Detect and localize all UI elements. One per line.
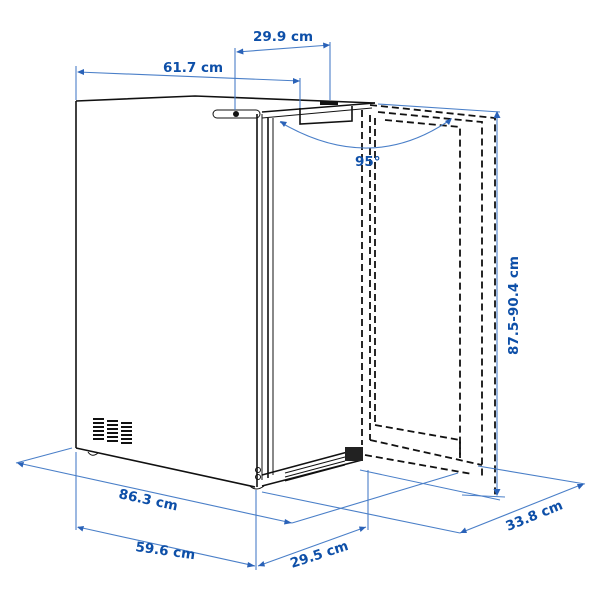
- label-width: 59.6 cm: [134, 539, 196, 563]
- top-hinge: [212, 109, 261, 119]
- door-handle: [261, 101, 376, 125]
- label-door-depth: 29.5 cm: [288, 538, 350, 572]
- label-depth-door-open: 86.3 cm: [117, 486, 179, 514]
- label-top-depth: 61.7 cm: [163, 60, 223, 76]
- bottom-hinge: [345, 447, 363, 461]
- plinth-vent: [284, 456, 346, 482]
- fridge-body: [75, 95, 376, 490]
- open-door-outline: [361, 104, 496, 495]
- label-handle-offset: 29.9 cm: [253, 29, 313, 45]
- side-vent-grille: [93, 418, 132, 444]
- label-height: 87.5-90.4 cm: [506, 256, 522, 355]
- label-door-angle: 95°: [355, 154, 381, 170]
- dimension-lines: [15, 42, 586, 570]
